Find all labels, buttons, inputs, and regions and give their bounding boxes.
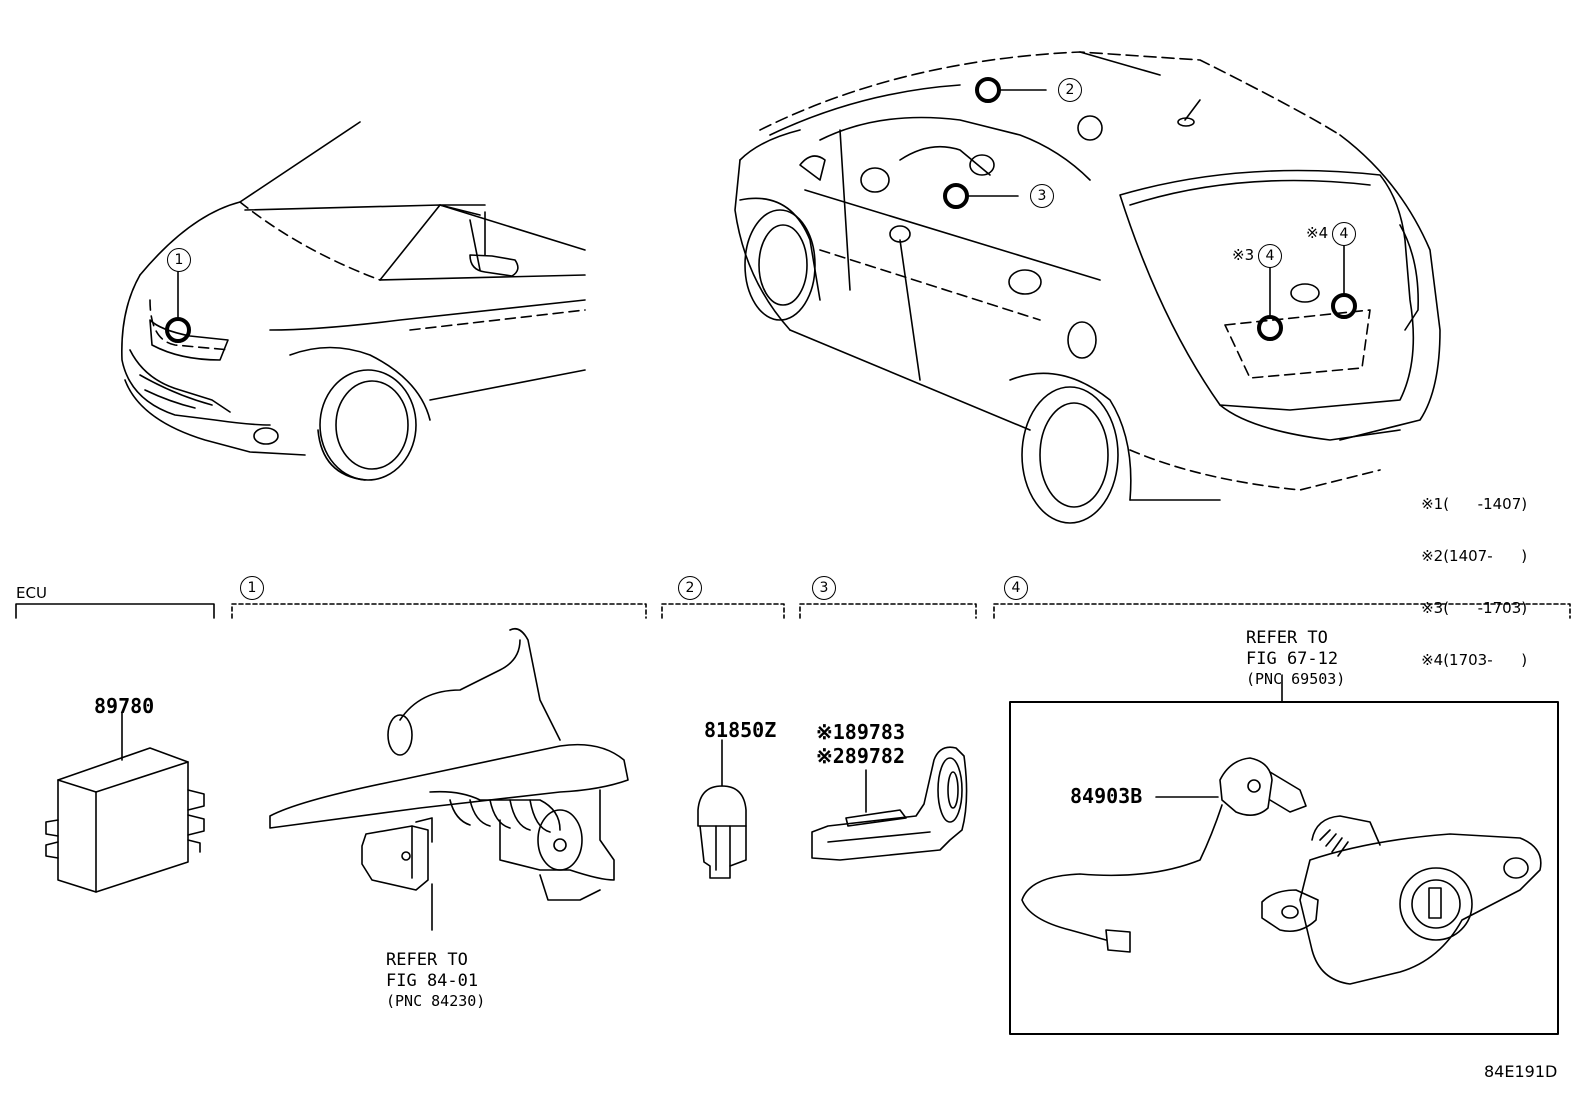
callout-markers <box>165 77 1357 343</box>
date-range-legend: ※1( -1407) ※2(1407- ) ※3( -1703) ※4(1703… <box>1402 482 1527 683</box>
callout-4-early: 4 <box>1258 244 1282 268</box>
sensor-drawing <box>811 746 968 861</box>
rear-car-illustration <box>734 51 1441 524</box>
section-2-number: 2 <box>678 576 702 600</box>
section-3-number: 3 <box>812 576 836 600</box>
hood-latch-drawing <box>269 627 629 931</box>
callout-2: 2 <box>1058 78 1082 102</box>
note-mark-4: ※4 <box>1306 224 1329 242</box>
legend-range-2: (1407- ) <box>1443 547 1528 565</box>
lock-cylinder-drawing <box>1009 674 1559 1035</box>
part-number-lock-switch[interactable]: 84903B <box>1070 784 1143 808</box>
section-brackets <box>15 603 1571 619</box>
part-number-ecu[interactable]: 89780 <box>94 694 155 718</box>
lock-ref-line3: (PNC 69503) <box>1246 670 1346 688</box>
callout-3: 3 <box>1030 184 1054 208</box>
hood-ref-line1: REFER TO <box>386 950 468 970</box>
hood-lock-reference[interactable]: REFER TO FIG 84-01 (PNC 84230) <box>386 952 485 1009</box>
section-1-number: 1 <box>240 576 264 600</box>
diagram-code: 84E191D <box>1484 1062 1558 1081</box>
section-ecu-label: ECU <box>16 584 47 602</box>
section-4-number: 4 <box>1004 576 1028 600</box>
legend-range-1: ( -1407) <box>1443 495 1528 513</box>
lock-ref-line2: FIG 67-12 <box>1246 649 1339 669</box>
legend-mark-1: ※1 <box>1421 495 1444 513</box>
front-car-illustration <box>121 121 586 481</box>
callout-1: 1 <box>167 248 191 272</box>
legend-range-3: ( -1703) <box>1443 599 1528 617</box>
hood-ref-line3: (PNC 84230) <box>386 992 486 1010</box>
note-mark-3: ※3 <box>1232 246 1255 264</box>
legend-mark-3: ※3 <box>1421 599 1444 617</box>
legend-mark-4: ※4 <box>1421 651 1444 669</box>
lock-cylinder-reference[interactable]: REFER TO FIG 67-12 (PNC 69503) <box>1246 630 1345 687</box>
hood-ref-line2: FIG 84-01 <box>386 971 479 991</box>
part-number-bulb[interactable]: 81850Z <box>704 718 777 742</box>
part-number-sensor-early[interactable]: ※189783 <box>816 720 906 744</box>
callout-4-late: 4 <box>1332 222 1356 246</box>
ecu-module-drawing <box>45 711 205 893</box>
lock-ref-line1: REFER TO <box>1246 628 1328 648</box>
part-number-sensor-late[interactable]: ※289782 <box>816 744 906 768</box>
legend-range-4: (1703- ) <box>1443 651 1528 669</box>
legend-mark-2: ※2 <box>1421 547 1444 565</box>
bulb-drawing <box>697 739 747 879</box>
